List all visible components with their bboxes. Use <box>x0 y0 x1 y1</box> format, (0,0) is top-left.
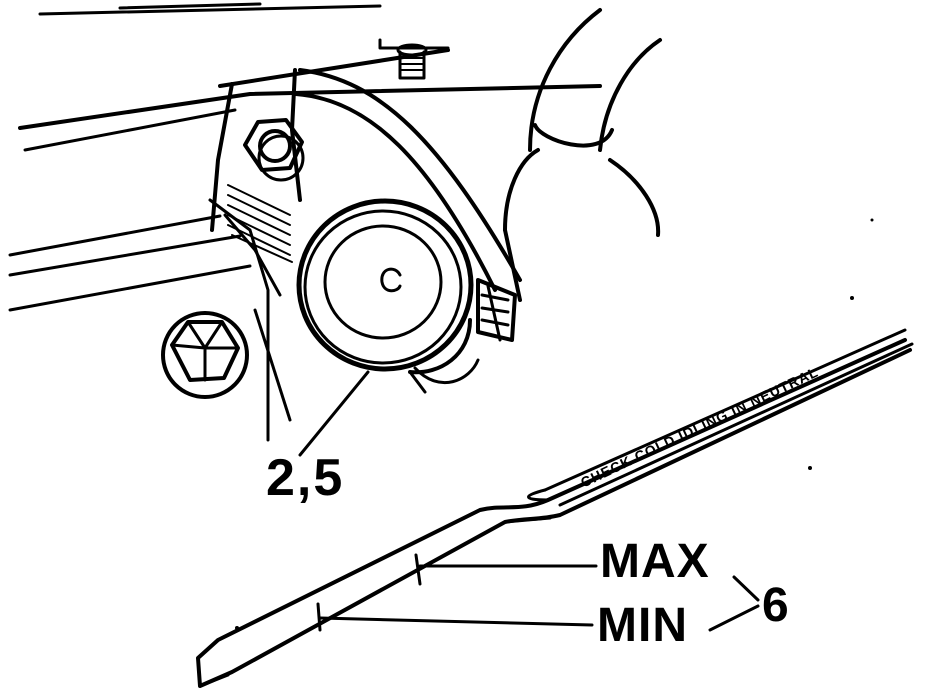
sensor-cap <box>296 198 480 394</box>
engine-block-lines <box>8 2 602 442</box>
callout-6: 6 <box>762 579 789 632</box>
leader-2-5 <box>298 370 370 457</box>
clip-connector <box>476 278 517 342</box>
paper-specks <box>235 218 874 630</box>
lower-hex-bolt <box>161 311 249 399</box>
callout-min: MIN <box>597 599 688 652</box>
callout-2-5: 2,5 <box>266 449 345 507</box>
level-marks <box>316 553 760 632</box>
dipstick <box>196 328 914 688</box>
upper-hex-nut <box>243 118 305 182</box>
stud-bolt <box>396 43 428 80</box>
hose-pipe <box>294 8 662 302</box>
callout-max: MAX <box>600 535 710 588</box>
